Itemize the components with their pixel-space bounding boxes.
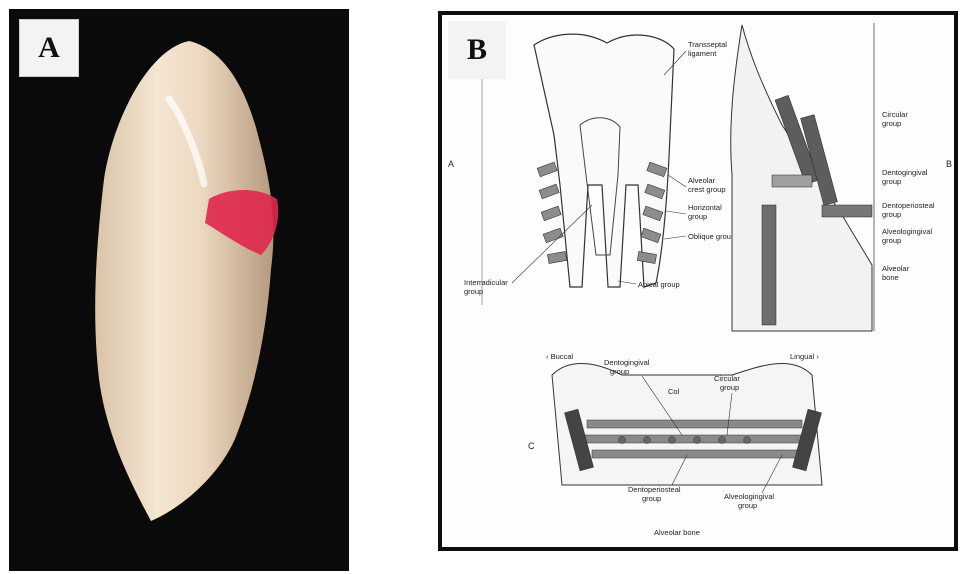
label-transseptal-2: ligament [688, 49, 717, 58]
label-alveolar-bone-2: bone [882, 273, 899, 282]
label-c-alveologingival-1: Alveologingival [724, 492, 774, 501]
label-col: Col [668, 387, 680, 396]
panel-a-photo: A [9, 9, 349, 571]
label-c-dentoperiosteal-2: group [642, 494, 661, 503]
label-c-dentogingival-2: group [610, 367, 629, 376]
panel-b-diagram: B A Transseptal lig [438, 11, 958, 551]
tooth-shape [95, 41, 273, 521]
label-alveologingival-2: group [882, 236, 901, 245]
label-c-alveolar-bone: Alveolar bone [654, 528, 700, 537]
label-interradicular-1: Interradicular [464, 278, 508, 287]
label-alveolar-crest-2: crest group [688, 185, 726, 194]
label-buccal: ‹ Buccal [546, 352, 573, 361]
label-alveolar-bone-1: Alveolar [882, 264, 910, 273]
label-dentogingival-2: group [882, 177, 901, 186]
fiber-diagram: A Transseptal ligament Alveolar crest gr… [442, 15, 954, 547]
label-lingual: Lingual › [790, 352, 819, 361]
label-c-dentoperiosteal-1: Dentoperiosteal [628, 485, 681, 494]
tooth-photo [9, 9, 349, 571]
panel-a-label: A [19, 19, 79, 77]
label-transseptal-1: Transseptal [688, 40, 727, 49]
subfig-b-letter: B [946, 159, 952, 169]
subfig-a-letter: A [448, 159, 454, 169]
subfigure-b: B Circular group Dentogingival group Den… [731, 23, 952, 331]
label-dentogingival-1: Dentogingival [882, 168, 928, 177]
panel-b-label: B [448, 21, 506, 79]
label-interradicular-2: group [464, 287, 483, 296]
label-c-dentogingival-1: Dentogingival [604, 358, 650, 367]
label-oblique: Oblique group [688, 232, 735, 241]
label-dentoperiosteal-2: group [882, 210, 901, 219]
label-c-circular-1: Circular [714, 374, 740, 383]
label-circular-2: group [882, 119, 901, 128]
label-dentoperiosteal-1: Dentoperiosteal [882, 201, 935, 210]
label-c-alveologingival-2: group [738, 501, 757, 510]
label-alveologingival-1: Alveologingival [882, 227, 932, 236]
label-horizontal-1: Horizontal [688, 203, 722, 212]
label-alveolar-crest-1: Alveolar [688, 176, 716, 185]
label-c-circular-2: group [720, 383, 739, 392]
label-horizontal-2: group [688, 212, 707, 221]
subfigure-c: C ‹ Buccal Lingual › Dentogingival group… [528, 352, 822, 537]
tooth-outline [534, 34, 674, 287]
label-circular-1: Circular [882, 110, 908, 119]
subfig-c-letter: C [528, 441, 535, 451]
label-apical: Apical group [638, 280, 680, 289]
